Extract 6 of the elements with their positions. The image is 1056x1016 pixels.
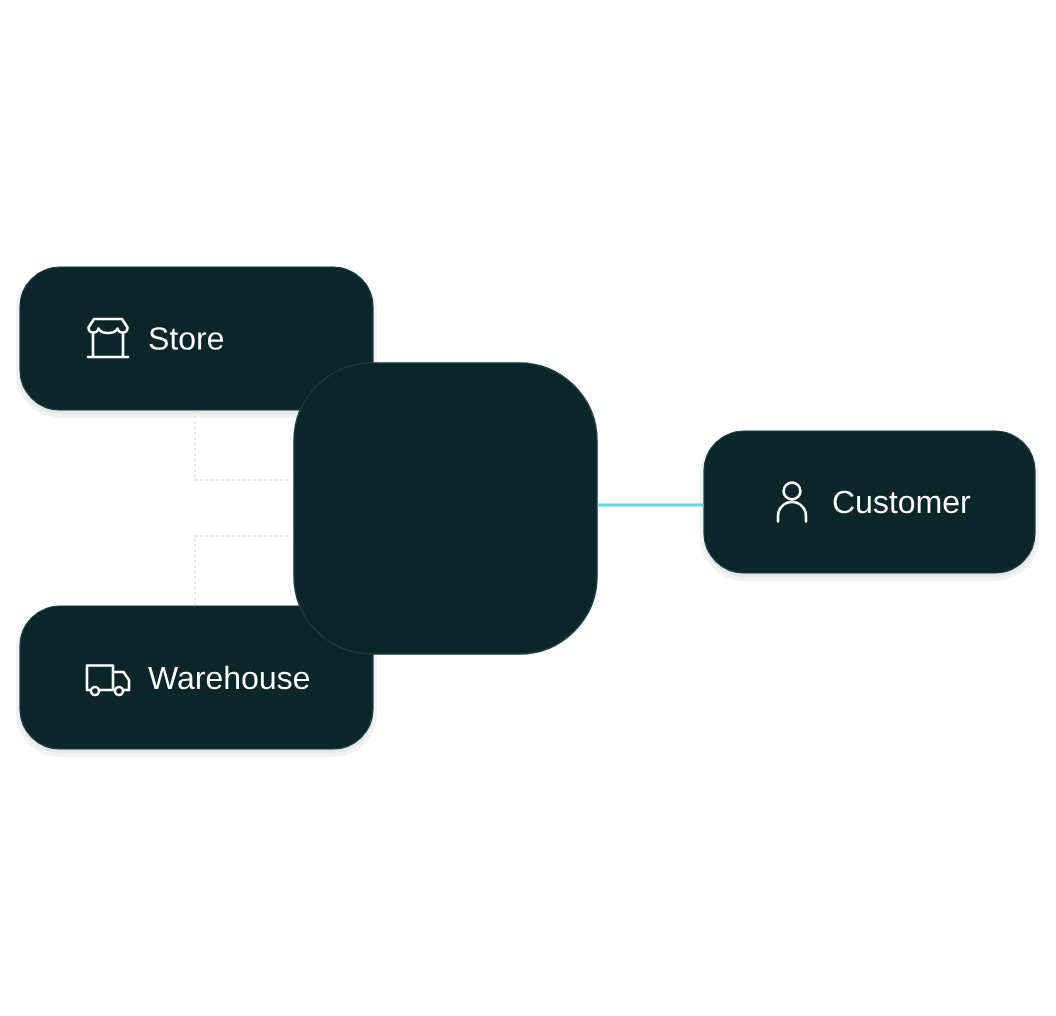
connector-line	[194, 535, 294, 607]
connector-line	[597, 503, 704, 507]
connector-line	[194, 409, 294, 481]
rounded-box: Store	[16, 266, 377, 418]
rounded-box: Customer	[700, 430, 1039, 581]
rounded-box: Warehouse	[16, 605, 377, 757]
